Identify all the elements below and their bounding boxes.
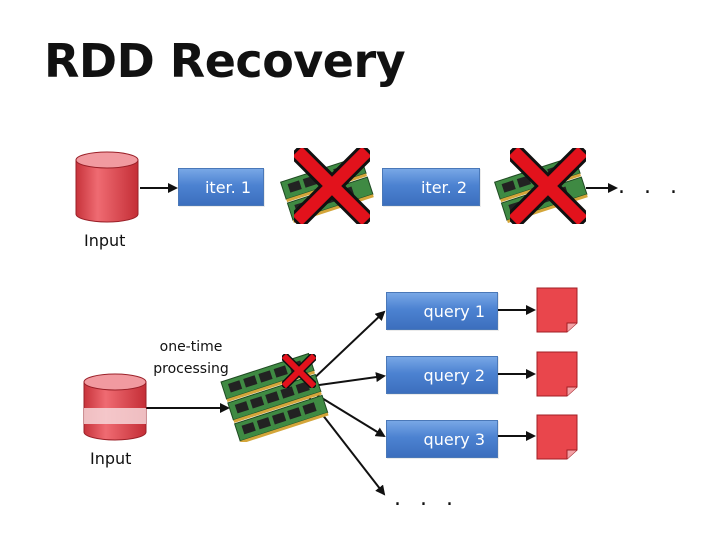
failure-x-icon bbox=[294, 148, 370, 224]
bottom-input-label: Input bbox=[90, 449, 132, 468]
input-database-icon bbox=[75, 151, 139, 223]
slide-title: RDD Recovery bbox=[44, 34, 406, 88]
iter-2-box: iter. 2 bbox=[382, 168, 480, 206]
top-continuation: . . . bbox=[618, 174, 683, 199]
result-document-icon bbox=[536, 287, 578, 333]
failure-x-icon bbox=[510, 148, 586, 224]
process-label: one-time processing bbox=[153, 339, 229, 377]
result-document-icon bbox=[536, 414, 578, 460]
top-input-label: Input bbox=[84, 231, 126, 250]
iter-1-box: iter. 1 bbox=[178, 168, 264, 206]
failure-x-icon bbox=[282, 354, 316, 388]
arrow-process-to-query3 bbox=[311, 391, 386, 438]
arrow-process-to-query1 bbox=[307, 310, 386, 385]
query-3-box: query 3 bbox=[386, 420, 498, 458]
result-document-icon bbox=[536, 351, 578, 397]
query-2-box: query 2 bbox=[386, 356, 498, 394]
arrow-process-to-query2 bbox=[311, 372, 386, 387]
input-database-icon bbox=[83, 373, 147, 441]
query-1-box: query 1 bbox=[386, 292, 498, 330]
bottom-continuation: . . . bbox=[394, 486, 459, 511]
